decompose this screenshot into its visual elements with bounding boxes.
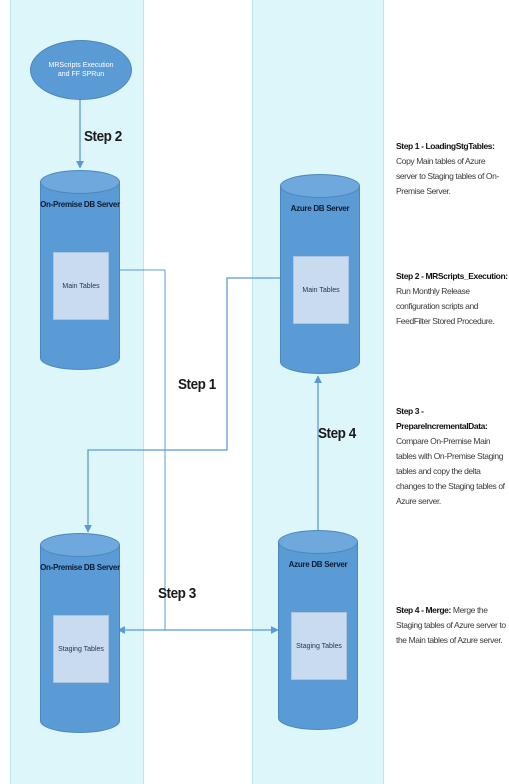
onprem-main-db-server: On-Premise DB Server Main Tables	[40, 170, 120, 370]
legend-text: Compare On-Premise Main tables with On-P…	[396, 436, 505, 506]
legend-step-2: Step 2 - MRScripts_Execution: Run Monthl…	[396, 269, 508, 329]
step-4-label: Step 4	[318, 425, 356, 442]
mrscripts-execution-label: MRScripts Execution and FF SPRun	[48, 62, 114, 78]
db-title: On-Premise DB Server	[40, 563, 120, 572]
step-3-label: Step 3	[158, 585, 196, 602]
step-2-label: Step 2	[84, 128, 122, 145]
legend-text: Run Monthly Release configuration script…	[396, 286, 495, 326]
legend-step-3: Step 3 - PrepareIncrementalData: Compare…	[396, 404, 508, 509]
main-tables-box: Main Tables	[53, 252, 109, 320]
legend-title: Step 1 - LoadingStgTables:	[396, 141, 495, 151]
azure-main-db-server: Azure DB Server Main Tables	[280, 174, 360, 374]
legend-title: Step 2 - MRScripts_Execution:	[396, 271, 508, 281]
staging-tables-box: Staging Tables	[291, 612, 347, 680]
db-title: Azure DB Server	[290, 204, 350, 213]
legend-text: Copy Main tables of Azure server to Stag…	[396, 156, 499, 196]
step-1-label: Step 1	[178, 376, 216, 393]
mrscripts-execution-node: MRScripts Execution and FF SPRun	[30, 40, 132, 100]
azure-staging-db-server: Azure DB Server Staging Tables	[278, 530, 358, 730]
db-title: Azure DB Server	[288, 560, 348, 569]
legend-title: Step 3 - PrepareIncrementalData:	[396, 406, 488, 431]
legend-title: Step 4 - Merge:	[396, 605, 451, 615]
staging-tables-box: Staging Tables	[53, 615, 109, 683]
legend-step-1: Step 1 - LoadingStgTables: Copy Main tab…	[396, 139, 508, 199]
legend-step-4: Step 4 - Merge: Merge the Staging tables…	[396, 603, 508, 648]
legend-text: Merge the Staging tables of Azure server…	[396, 605, 506, 645]
main-tables-box: Main Tables	[293, 256, 349, 324]
onprem-staging-db-server: On-Premise DB Server Staging Tables	[40, 533, 120, 733]
db-title: On-Premise DB Server	[40, 200, 120, 209]
